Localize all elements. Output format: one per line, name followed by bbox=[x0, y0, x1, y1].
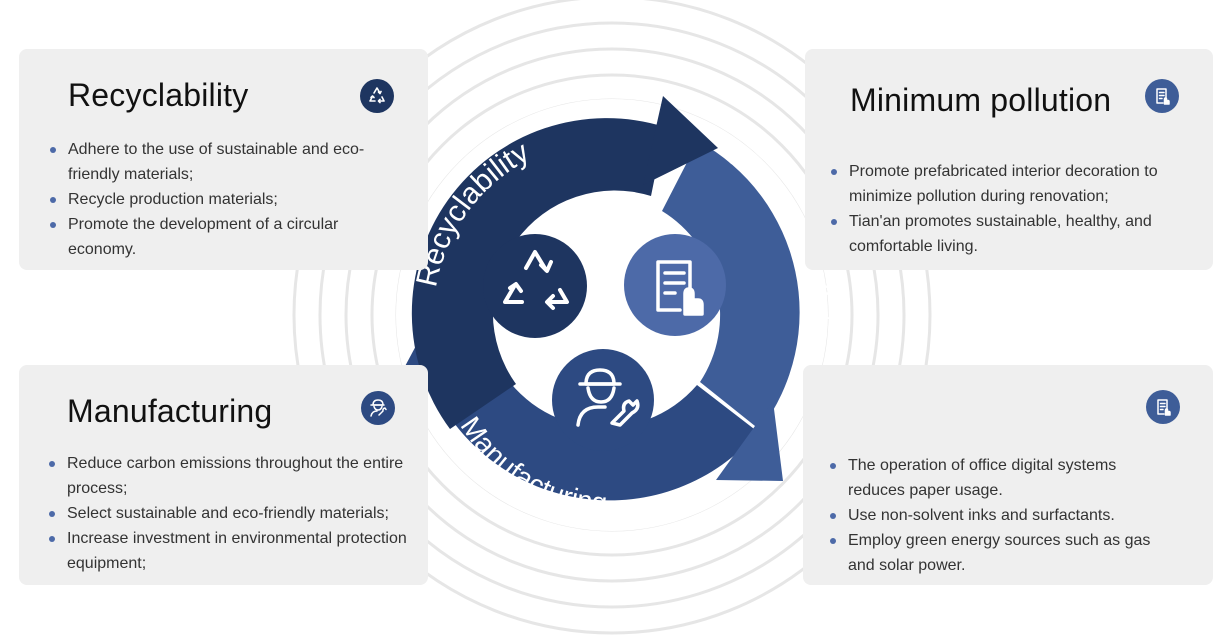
document-touch-icon bbox=[1157, 399, 1171, 416]
center-document-circle bbox=[624, 234, 726, 336]
card-title: Minimum pollution bbox=[850, 82, 1112, 118]
arc-recyclability bbox=[411, 118, 665, 430]
document-touch-icon bbox=[656, 260, 704, 316]
manufacturing-points: Reduce carbon emissions throughout the e… bbox=[47, 451, 417, 576]
document-touch-icon bbox=[1156, 88, 1170, 105]
document-badge bbox=[1145, 79, 1179, 113]
recycle-badge bbox=[360, 79, 394, 113]
list-item: Use non-solvent inks and surfactants. bbox=[828, 503, 1173, 528]
recyclability-points: Adhere to the use of sustainable and eco… bbox=[48, 137, 393, 262]
list-item: Reduce carbon emissions throughout the e… bbox=[47, 451, 417, 501]
minimum-pollution-points: Promote prefabricated interior decoratio… bbox=[829, 159, 1201, 259]
list-item: Select sustainable and eco-friendly mate… bbox=[47, 501, 417, 526]
card-recyclability: Recyclability Adhere to the use of susta… bbox=[19, 49, 428, 270]
list-item: Increase investment in environmental pro… bbox=[47, 526, 417, 576]
card-digital-green: The operation of office digital systems … bbox=[803, 365, 1213, 585]
arrow-head-minimum-pollution bbox=[716, 401, 783, 481]
document-badge bbox=[1146, 390, 1180, 424]
arrow-head-recyclability bbox=[643, 96, 718, 185]
list-item: Recycle production materials; bbox=[48, 187, 393, 212]
list-item: Promote the development of a circular ec… bbox=[48, 212, 393, 262]
card-manufacturing: Manufacturing Reduce carbon emissions th… bbox=[19, 365, 428, 585]
recycle-icon bbox=[503, 250, 569, 310]
center-worker-circle bbox=[552, 349, 654, 451]
card-title: Manufacturing bbox=[67, 393, 273, 429]
card-title: Recyclability bbox=[68, 77, 249, 113]
worker-badge bbox=[361, 391, 395, 425]
list-item: Employ green energy sources such as gas … bbox=[828, 528, 1173, 578]
list-item: Tian'an promotes sustainable, healthy, a… bbox=[829, 209, 1201, 259]
digital-green-points: The operation of office digital systems … bbox=[828, 453, 1173, 578]
center-recycle-circle bbox=[483, 234, 587, 338]
arc-minimum-pollution bbox=[662, 141, 800, 430]
card-minimum-pollution: Minimum pollution Promote prefabricated … bbox=[805, 49, 1213, 270]
recycle-icon bbox=[369, 87, 385, 104]
worker-wrench-icon bbox=[576, 368, 640, 427]
list-item: Adhere to the use of sustainable and eco… bbox=[48, 137, 393, 187]
list-item: The operation of office digital systems … bbox=[828, 453, 1173, 503]
list-item: Promote prefabricated interior decoratio… bbox=[829, 159, 1201, 209]
worker-wrench-icon bbox=[370, 399, 387, 417]
